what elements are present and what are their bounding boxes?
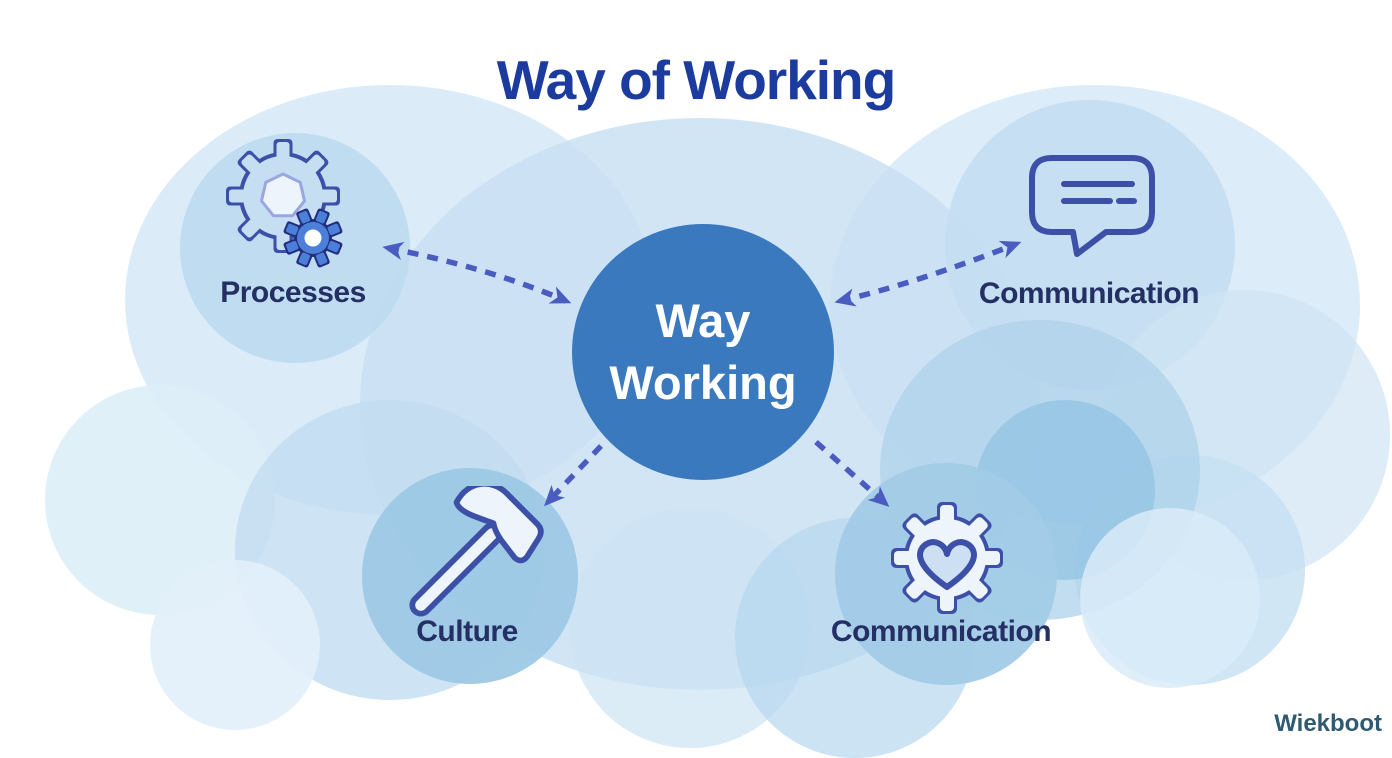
watermark: Wiekboot [1274,710,1382,737]
arrow-center-communication-bottom [814,439,890,507]
communication-bottom-label: Communication [830,615,1052,648]
speech-bubble-icon [1029,155,1155,257]
center-node-line1: Way [655,293,751,347]
center-node-line2: Working [609,356,797,409]
background-blob [1080,508,1260,688]
gear-heart-icon [891,502,1003,614]
processes-label: Processes [220,276,366,309]
page-title: Way of Working [496,49,897,111]
arrow-center-culture [544,444,603,507]
gears-icon [226,139,343,268]
center-node: Way Working [572,224,834,480]
heart-shape [917,539,977,590]
culture-label: Culture [416,615,518,648]
arrow-center-communication-top [834,240,1022,307]
arrow-processes-center [382,241,572,304]
communication-top-label: Communication [978,277,1200,310]
gear-hole [260,172,306,218]
hammer-icon [409,486,544,617]
background-blob [150,560,320,730]
